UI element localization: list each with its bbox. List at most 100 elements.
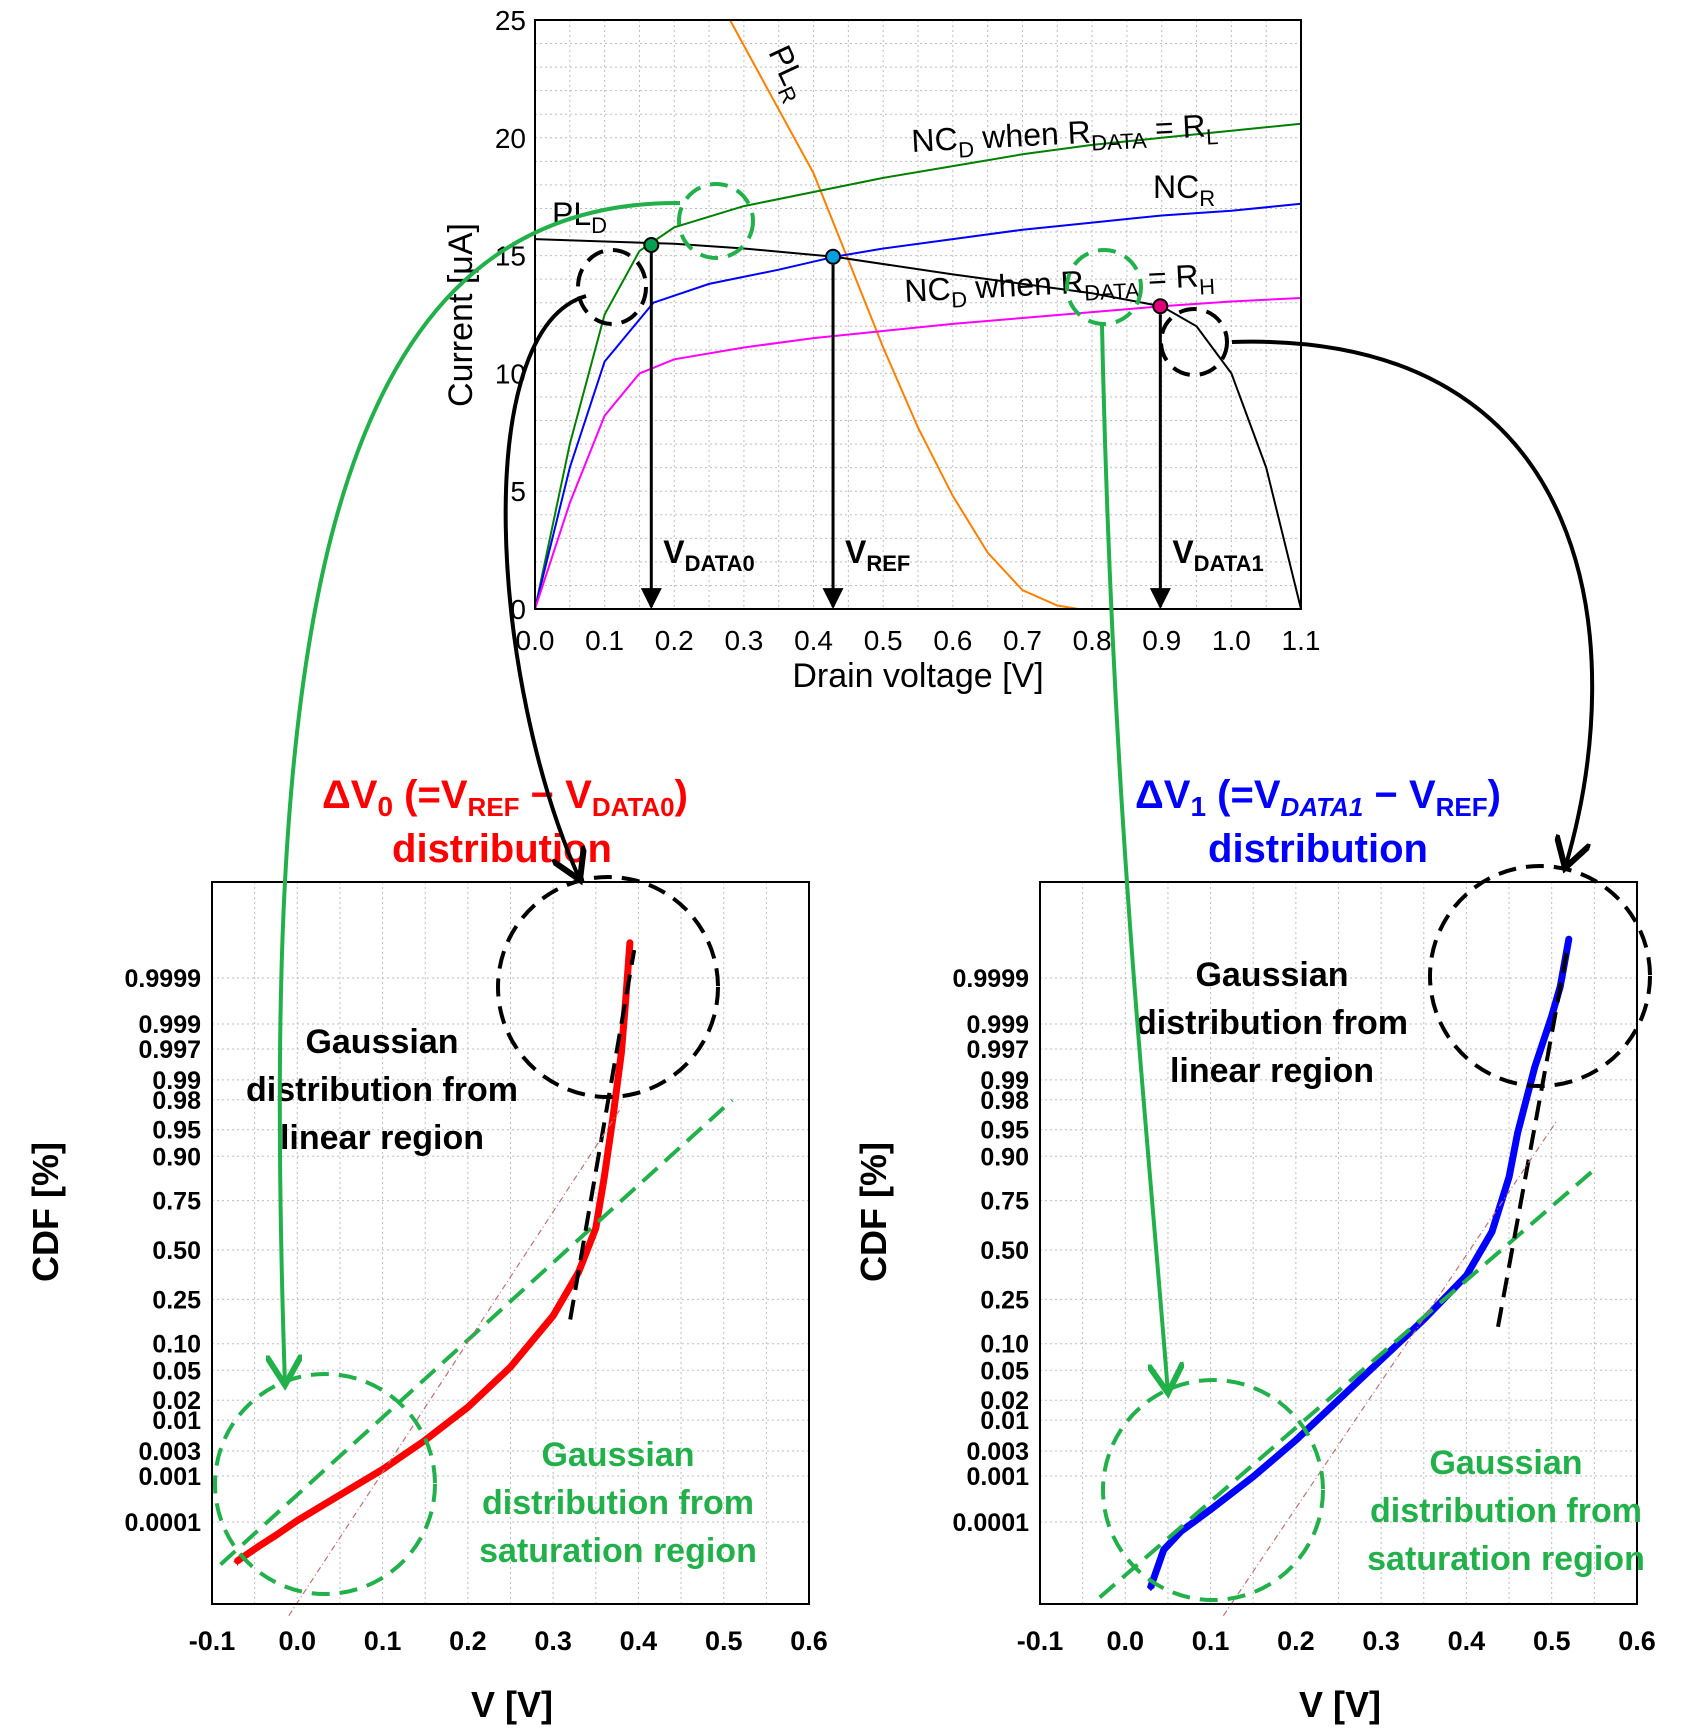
right-annotation-linear-1: Gaussian (1195, 956, 1348, 994)
right-y-tick-label: 0.001 (966, 1463, 1029, 1491)
left-reference-line (288, 1107, 622, 1617)
voltage-arrow-label: VDATA0 (663, 534, 754, 576)
left-data-marker: + (254, 1539, 263, 1556)
right-y-tick-label: 0.05 (980, 1357, 1029, 1385)
circle-left-saturation (213, 1372, 437, 1596)
left-y-tick-label: 0.02 (152, 1387, 201, 1415)
top-x-tick-label: 0.0 (516, 625, 555, 656)
top-x-tick-label: 0.7 (1003, 625, 1042, 656)
top-x-tick-label: 1.0 (1212, 625, 1251, 656)
left-title-line2: distribution (392, 827, 612, 871)
left-y-axis-label: CDF [%] (25, 1142, 66, 1282)
right-reference-line (1222, 1121, 1557, 1617)
left-y-tick-label: 0.003 (138, 1438, 201, 1466)
right-x-tick-label: -0.1 (1017, 1626, 1064, 1656)
left-x-tick-label: 0.3 (534, 1626, 572, 1656)
circle-top-black-left (576, 248, 648, 326)
left-data-marker: + (233, 1554, 242, 1571)
right-x-tick-label: 0.4 (1448, 1626, 1486, 1656)
right-x-tick-label: 0.1 (1192, 1626, 1230, 1656)
left-annotation-saturation-1: Gaussian (541, 1436, 694, 1474)
top-x-axis-label: Drain voltage [V] (792, 657, 1043, 695)
left-annotation-saturation-3: saturation region (479, 1532, 757, 1570)
right-fit-line (1496, 949, 1570, 1328)
arrow-black-to-right (1231, 339, 1595, 868)
top-x-tick-label: 0.8 (1073, 625, 1112, 656)
circle-left-linear (496, 875, 720, 1099)
left-annotation-saturation: Gaussian distribution from saturation re… (479, 1436, 757, 1570)
right-x-tick-label: 0.6 (1618, 1626, 1656, 1656)
right-y-axis-label: CDF [%] (853, 1142, 894, 1282)
left-x-tick-label: 0.0 (279, 1626, 317, 1656)
right-y-tick-label: 0.997 (966, 1036, 1029, 1064)
top-x-tick-label: 0.3 (724, 625, 763, 656)
curve-label-nc-r: NCR (1153, 169, 1215, 211)
top-plot-frame (534, 19, 1302, 610)
left-y-tick-label: 0.0001 (125, 1509, 202, 1537)
left-y-tick-label: 0.25 (152, 1286, 201, 1314)
top-x-tick-label: 1.1 (1282, 625, 1321, 656)
right-y-tick-label: 0.999 (966, 1011, 1029, 1039)
left-x-tick-label: 0.6 (790, 1626, 828, 1656)
left-annotation-linear-3: linear region (280, 1119, 484, 1157)
top-grid (535, 20, 1302, 609)
top-y-tick-label: 5 (510, 476, 526, 507)
right-y-tick-label: 0.98 (980, 1087, 1029, 1115)
top-series (534, 19, 1302, 610)
left-grid (212, 882, 809, 1604)
left-y-tick-label: 0.01 (152, 1407, 201, 1435)
right-annotation-saturation-3: saturation region (1367, 1540, 1645, 1578)
curve-label-pl-r: PLR (756, 40, 817, 108)
left-series: + + + (219, 939, 734, 1617)
top-series-line (534, 238, 1302, 610)
arrow-green-to-left (280, 200, 681, 1385)
left-y-tick-label: 0.98 (152, 1087, 201, 1115)
right-y-tick-label: 0.50 (980, 1237, 1029, 1265)
operating-point (825, 248, 842, 265)
right-annotation-linear-3: linear region (1170, 1052, 1374, 1090)
top-y-axis-label: Current [μA] (442, 223, 480, 407)
top-series-line (534, 202, 1302, 610)
voltage-arrow-label: VREF (845, 534, 910, 576)
circle-top-green-right (1065, 248, 1143, 326)
curve-label-nc-d-rl: NCD when RDATA = RL (910, 107, 1219, 165)
top-x-tick-label: 0.4 (794, 625, 833, 656)
left-annotation-linear: Gaussian distribution from linear region (246, 1023, 518, 1157)
left-plot-frame (211, 881, 810, 1605)
operating-point (1152, 298, 1169, 315)
left-annotation-linear-2: distribution from (246, 1071, 518, 1109)
right-cdf-chart: +++ 0.99990.9990.9970.990.980.950.900.75… (853, 881, 1656, 1725)
left-annotation-saturation-2: distribution from (482, 1484, 754, 1522)
circle-right-linear (1428, 864, 1652, 1088)
left-tick-labels: 0.99990.9990.9970.990.980.950.900.750.50… (125, 965, 828, 1656)
region-circles (213, 182, 1652, 1602)
top-operating-points (643, 236, 1169, 315)
right-x-tick-label: 0.3 (1362, 1626, 1400, 1656)
top-y-tick-label: 20 (495, 123, 526, 154)
left-x-tick-label: 0.4 (620, 1626, 658, 1656)
left-y-tick-label: 0.999 (138, 1011, 201, 1039)
right-tick-labels: 0.99990.9990.9970.990.980.950.900.750.50… (953, 965, 1656, 1656)
right-y-tick-label: 0.90 (980, 1143, 1029, 1171)
arrow-black-to-left (503, 294, 586, 880)
top-series-line (534, 297, 1302, 610)
top-x-tick-label: 0.6 (933, 625, 972, 656)
right-x-tick-label: 0.0 (1107, 1626, 1145, 1656)
right-y-tick-label: 0.02 (980, 1387, 1029, 1415)
left-y-tick-label: 0.95 (152, 1117, 201, 1145)
right-x-tick-label: 0.2 (1277, 1626, 1315, 1656)
left-y-tick-label: 0.99 (152, 1067, 201, 1095)
left-y-tick-label: 0.10 (152, 1331, 201, 1359)
right-y-tick-label: 0.99 (980, 1067, 1029, 1095)
left-data-marker: + (271, 1528, 280, 1545)
right-y-tick-label: 0.75 (980, 1188, 1029, 1216)
left-y-tick-label: 0.05 (152, 1357, 201, 1385)
left-x-tick-label: 0.5 (705, 1626, 743, 1656)
right-data-marker: + (1176, 1525, 1185, 1542)
top-x-tick-label: 0.9 (1142, 625, 1181, 656)
right-title-line2: distribution (1208, 827, 1428, 871)
left-x-tick-label: 0.1 (364, 1626, 402, 1656)
right-x-tick-label: 0.5 (1533, 1626, 1571, 1656)
